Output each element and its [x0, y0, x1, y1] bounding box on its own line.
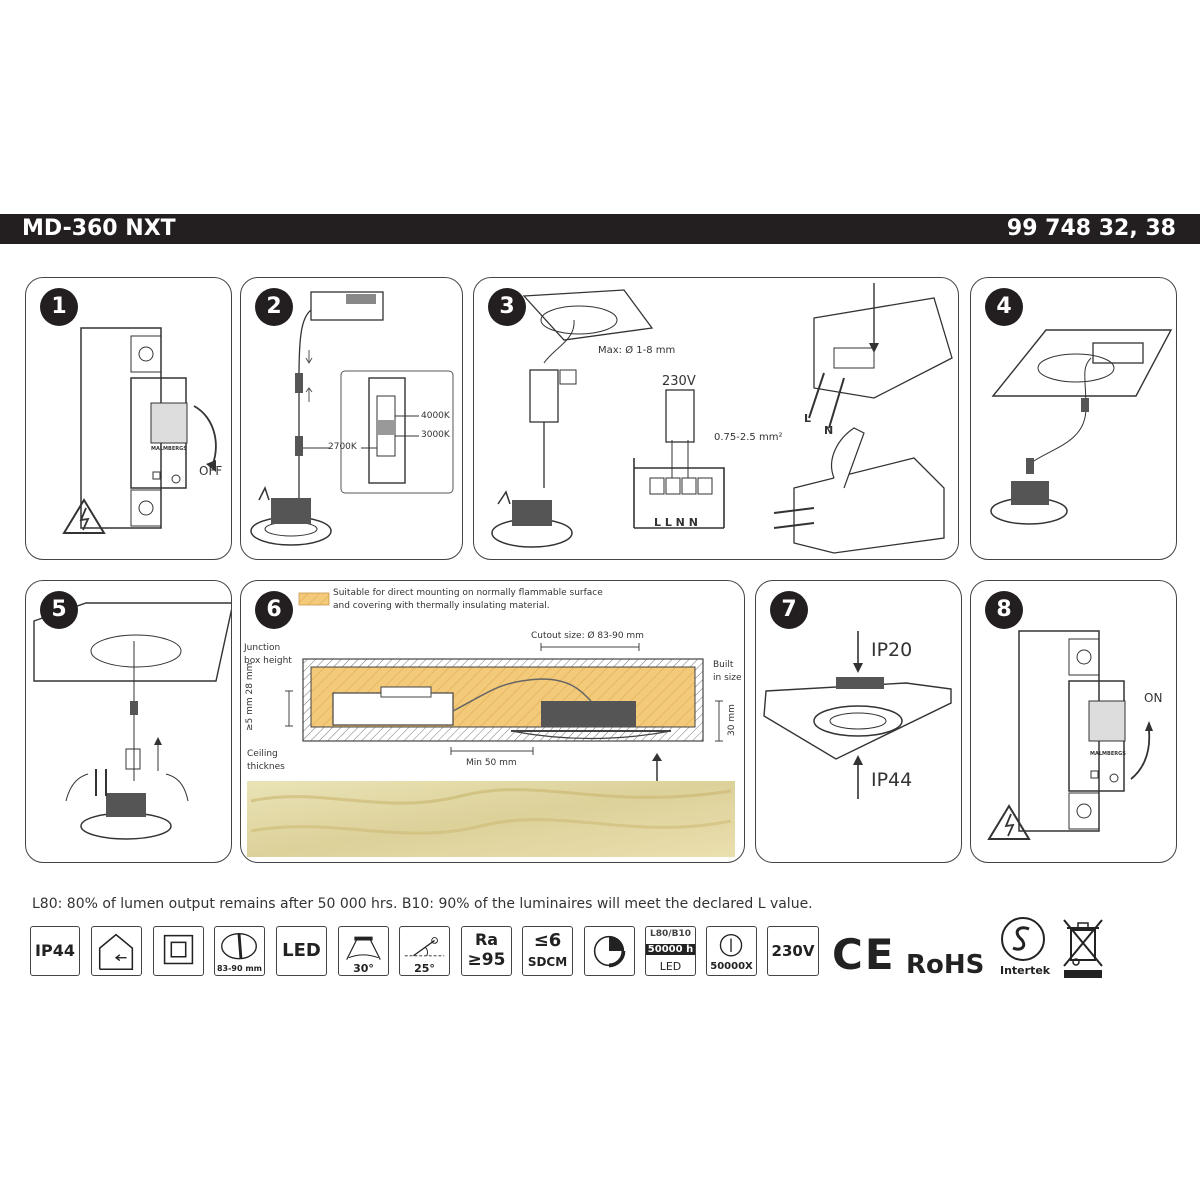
legend-line-2: and covering with thermally insulating m… [333, 601, 550, 611]
ceiling-install-illustration [990, 329, 1173, 525]
on-label: ON [1144, 691, 1163, 705]
brand-label: MALMBERGS [1090, 751, 1126, 757]
step-number-5: 5 [40, 591, 78, 629]
indoor-use-icon [91, 926, 142, 976]
box-height-label: box height [244, 656, 292, 666]
rohs-mark: RoHS [906, 950, 985, 980]
ip44-label: IP44 [871, 769, 913, 791]
cable-diameter-label: Max: Ø 1-8 mm [598, 345, 676, 356]
neutral-label: N [824, 424, 834, 437]
sdcm-icon: ≤6 SDCM [522, 926, 573, 976]
beam-angle-text: 30° [353, 962, 374, 975]
switching-cycles-text: 50000X [710, 961, 753, 972]
terminal-labels: L L N N [654, 516, 698, 529]
beam-angle-icon: 30° [338, 926, 389, 976]
step-5-panel: 5 [25, 580, 232, 863]
step-3-panel: 3 Max: Ø 1-8 mm 230V 0.75-2.5 mm² L L N … [473, 277, 959, 560]
live-label: L [804, 412, 812, 425]
cutout-size-text: 83-90 mm [216, 964, 263, 973]
thickness-label: thicknes [247, 762, 285, 772]
sdcm-value-text: ≤6 [533, 930, 562, 951]
class-ii-icon [153, 926, 204, 976]
ceiling-label: Ceiling [247, 749, 278, 759]
l80-text: L80/B10 [650, 929, 691, 939]
article-numbers: 99 748 32, 38 [1006, 216, 1176, 241]
step-number-8: 8 [985, 591, 1023, 629]
lifetime-icon: L80/B10 50000 h LED [645, 926, 696, 976]
colour-rendering-icon: Ra ≥95 [461, 926, 512, 976]
ra-value-text: ≥95 [467, 950, 506, 970]
circuit-breaker-on-illustration [987, 630, 1153, 840]
led-text: LED [282, 940, 321, 961]
off-label: OFF [199, 464, 223, 478]
weee-bin-icon [1063, 919, 1103, 978]
label-3000k: 3000K [421, 430, 450, 440]
step-number-1: 1 [40, 288, 78, 326]
thirty-mm-label: 30 mm [727, 704, 737, 736]
dimmable-icon [584, 926, 635, 976]
intertek-s-mark-icon [1001, 917, 1045, 961]
ip44-text: IP44 [35, 941, 75, 960]
label-2700k: 2700K [328, 442, 357, 452]
step-number-7: 7 [770, 591, 808, 629]
colour-temperature-switch-illustration [250, 291, 454, 546]
lifetime-footnote: L80: 80% of lumen output remains after 5… [32, 896, 813, 912]
sdcm-text: SDCM [527, 955, 568, 969]
min-50-label: Min 50 mm [466, 758, 517, 768]
switching-cycles-icon: 50000X [706, 926, 757, 976]
step-number-3: 3 [488, 288, 526, 326]
step-number-6: 6 [255, 591, 293, 629]
wire-size-label: 0.75-2.5 mm² [714, 432, 783, 443]
voltage-text: 230V [771, 942, 815, 960]
ip20-label: IP20 [871, 639, 913, 661]
cutout-size-icon: 83-90 mm [214, 926, 265, 976]
ce-mark: CE [832, 930, 896, 979]
product-model: MD-360 NXT [22, 216, 176, 241]
step-2-panel: 2 4000K 3000K 2700K [240, 277, 463, 560]
ip-rating-illustration [763, 631, 952, 799]
intertek-label: Intertek [1000, 964, 1051, 977]
voltage-label: 230V [662, 374, 696, 389]
circuit-breaker-off-illustration [62, 327, 217, 534]
in-size-label: in size [713, 673, 742, 683]
step-number-2: 2 [255, 288, 293, 326]
built-label: Built [713, 660, 734, 670]
height-dimension-label: ≥5 mm 28 mm [245, 662, 255, 731]
legend-line-1: Suitable for direct mounting on normally… [333, 588, 603, 598]
ip44-icon: IP44 [30, 926, 80, 976]
cutout-size-label: Cutout size: Ø 83-90 mm [531, 631, 644, 641]
label-4000k: 4000K [421, 411, 450, 421]
step-6-panel: 6 Suitable for direct mounting on normal… [240, 580, 745, 863]
title-bar: MD-360 NXT 99 748 32, 38 [0, 214, 1200, 244]
step-7-panel: 7 IP20 IP44 [755, 580, 962, 863]
voltage-icon: 230V [767, 926, 819, 976]
junction-label: Junction [244, 643, 281, 653]
lifetime-led-text: LED [659, 960, 682, 973]
step-1-panel: 1 OFF MALMBERGS [25, 277, 232, 560]
tilt-angle-text: 25° [414, 962, 435, 975]
lifetime-hours-text: 50000 h [646, 944, 695, 955]
step-number-4: 4 [985, 288, 1023, 326]
brand-label: MALMBERGS [151, 446, 187, 452]
step-4-panel: 4 [970, 277, 1177, 560]
led-icon: LED [276, 926, 327, 976]
tilt-angle-icon: 25° [399, 926, 450, 976]
ra-text: Ra [474, 930, 499, 949]
cross-section-illustration [247, 592, 735, 857]
step-8-panel: 8 ON MALMBERGS [970, 580, 1177, 863]
wiring-illustration [491, 283, 953, 554]
